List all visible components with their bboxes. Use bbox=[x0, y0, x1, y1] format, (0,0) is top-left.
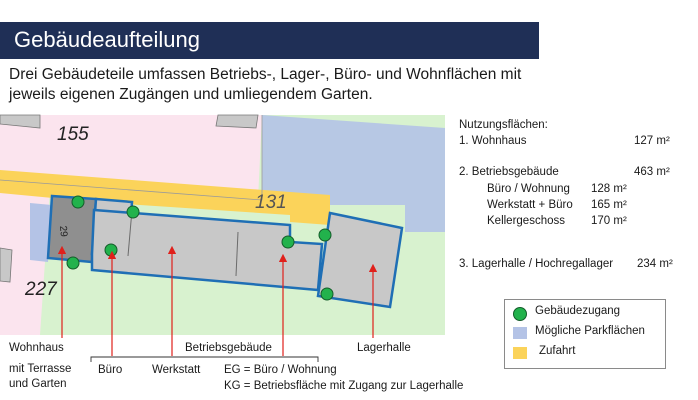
legend-label: Mögliche Parkflächen bbox=[535, 325, 645, 337]
usage-label-betrieb: 2. Betriebsgebäude bbox=[459, 166, 559, 178]
usage-heading: Nutzungsflächen: bbox=[459, 119, 548, 131]
parcel-number-131: 131 bbox=[255, 192, 287, 213]
access-point bbox=[320, 287, 334, 301]
access-point bbox=[281, 235, 295, 249]
access-point bbox=[71, 195, 85, 209]
legend-label: Zufahrt bbox=[539, 345, 576, 357]
usage-label-keller: Kellergeschoss bbox=[487, 215, 565, 227]
label-werkstatt: Werkstatt bbox=[152, 364, 201, 376]
usage-value-betrieb: 463 m² bbox=[634, 166, 670, 178]
neighbor-building bbox=[0, 114, 41, 129]
label-betriebsgebaeude: Betriebsgebäude bbox=[185, 342, 272, 354]
access-point bbox=[66, 256, 80, 270]
access-point bbox=[104, 243, 118, 257]
label-eg-note: EG = Büro / Wohnung bbox=[224, 364, 337, 376]
neighbor-building bbox=[0, 247, 13, 283]
legend: Gebäudezugang Mögliche Parkflächen Zufah… bbox=[504, 299, 666, 369]
usage-label-werkstatt: Werkstatt + Büro bbox=[487, 199, 573, 211]
label-lagerhalle: Lagerhalle bbox=[357, 342, 411, 354]
access-point bbox=[126, 205, 140, 219]
page-subtitle: Drei Gebäudeteile umfassen Betriebs-, La… bbox=[9, 66, 522, 103]
access-point bbox=[318, 228, 332, 242]
access-dot-icon bbox=[513, 307, 527, 321]
label-wohnhaus: Wohnhaus bbox=[9, 342, 64, 354]
parking-area bbox=[262, 115, 445, 232]
label-kg-note: KG = Betriebsfläche mit Zugang zur Lager… bbox=[224, 380, 464, 392]
usage-value-werkstatt: 165 m² bbox=[591, 199, 627, 211]
betriebs-bracket bbox=[90, 356, 319, 362]
house-number: 29 bbox=[57, 225, 69, 237]
neighbor-building bbox=[215, 114, 259, 129]
usage-label-buero: Büro / Wohnung bbox=[487, 183, 570, 195]
label-wohnhaus-sub2: und Garten bbox=[9, 378, 67, 390]
label-buero: Büro bbox=[98, 364, 123, 376]
legend-label: Gebäudezugang bbox=[535, 305, 621, 317]
parcel-number-155: 155 bbox=[57, 124, 89, 145]
label-wohnhaus-sub1: mit Terrasse bbox=[9, 363, 72, 375]
usage-label-lagerhalle: 3. Lagerhalle / Hochregallager bbox=[459, 258, 614, 270]
usage-value-buero: 128 m² bbox=[591, 183, 627, 195]
parking-swatch-icon bbox=[513, 327, 527, 339]
driveway bbox=[0, 170, 330, 225]
parcel-number-227: 227 bbox=[24, 279, 58, 300]
building-divider bbox=[235, 231, 239, 277]
usage-value-lagerhalle: 234 m² bbox=[637, 258, 673, 270]
page-title: Gebäudeaufteilung bbox=[14, 27, 200, 52]
usage-label-wohnhaus: 1. Wohnhaus bbox=[459, 135, 527, 147]
driveway-swatch-icon bbox=[513, 347, 527, 359]
title-bar: Gebäudeaufteilung bbox=[0, 22, 539, 59]
lagerhalle-building bbox=[316, 211, 404, 309]
usage-value-keller: 170 m² bbox=[591, 215, 627, 227]
parcel-boundary bbox=[0, 115, 263, 201]
wohnhaus-building bbox=[46, 194, 98, 264]
usage-value-wohnhaus: 127 m² bbox=[634, 135, 670, 147]
parking-area bbox=[30, 203, 52, 262]
